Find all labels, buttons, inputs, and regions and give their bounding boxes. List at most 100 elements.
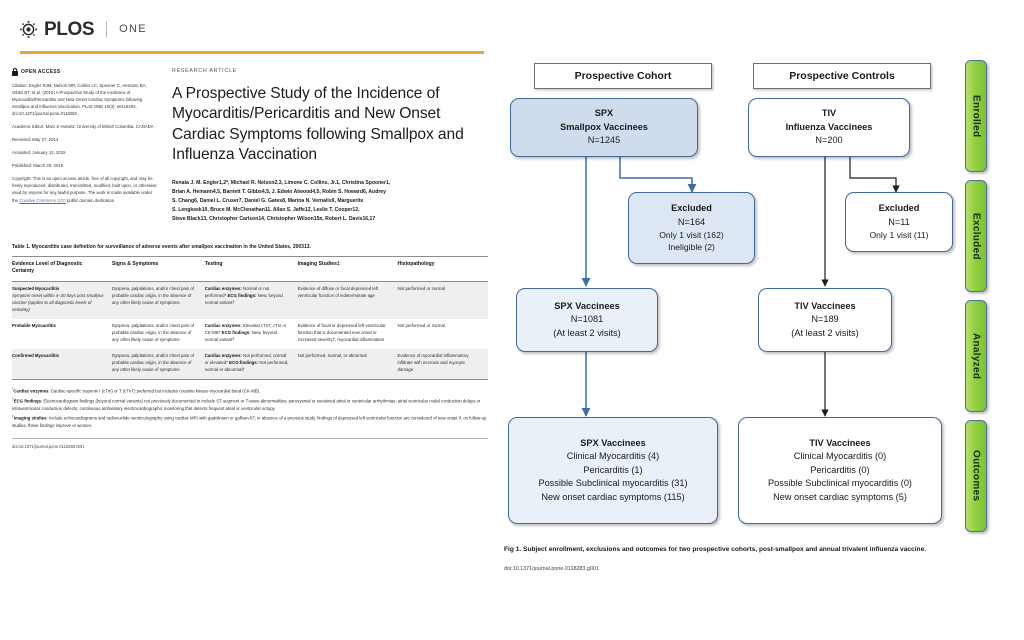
testing-ecg-label: ECG findings: [227,293,257,299]
testing-enzymes-label: Cardiac enzymes: [204,323,242,329]
stage-text: Outcomes [970,450,982,502]
plos-wordmark: PLOS [44,18,95,40]
author-line: S. Chang6, Daniel L. Cruser7, Daniel G. … [172,197,364,204]
flow-diagram: Prospective Cohort Prospective Controls … [500,0,1024,640]
node-line: N=164 [677,216,706,227]
column-header-testing: Testing [204,255,298,283]
footnote: †ECG findings: Electrocardiogram finding… [12,397,488,412]
table-row: Confirmed Myocarditis Dyspnea, palpitati… [12,348,488,380]
column-header-histopathology: Histopathology [397,255,488,283]
node-line: Clinical Myocarditis (0) [793,451,887,462]
evidence-level-name: Suspected Myocarditis [12,286,60,292]
node-line: Ineligible (2) [668,242,715,253]
table-1: Table 1. Myocarditis case definition for… [12,244,492,449]
stage-text: Analyzed [970,332,982,380]
stage-label-enrolled: Enrolled [965,60,987,172]
node-tiv-outcomes: TIV Vaccinees Clinical Myocarditis (0) P… [738,417,942,524]
footnote: *Cardiac enzymes: Cardiac-specific tropo… [12,387,488,395]
node-tiv-analyzed: TIV Vaccinees N=189 (At least 2 visits) [758,288,892,352]
node-tiv-enrolled: TIV Influenza Vaccinees N=200 [748,98,910,157]
node-line: SPX [594,108,614,119]
cell-evidence-level: Probable Myocarditis [12,319,112,349]
node-spx-enrolled: SPX Smallpox Vaccinees N=1245 [510,98,698,157]
received-date: Received: May 27, 2014 [12,137,59,143]
node-line: SPX Vaccinees [554,300,620,311]
node-line: N=189 [811,314,839,325]
copyright-block: Copyright: This is an open access articl… [12,175,158,203]
node-line: N=200 [815,135,843,146]
node-line: Excluded [878,203,920,214]
plos-edition: ONE [119,22,147,35]
footnote-marker: ‡ [12,414,14,419]
column-header-imaging-studies: Imaging Studies‡ [297,255,398,283]
author-list: Renata J. M. Engler1,2*, Michael R. Nels… [172,179,492,224]
footnote-label: Cardiac enzymes [13,388,49,394]
node-line: N=1245 [587,135,621,146]
node-line: Only 1 visit (11) [869,230,929,241]
footnote-marker: † [12,396,14,401]
node-line: Clinical Myocarditis (4) [566,451,660,462]
node-line: (At least 2 visits) [553,327,621,338]
article-column: PLOS ONE OPEN ACCESS Citation: Engler RJ… [0,0,500,640]
testing-enzymes-label: Cardiac enzymes: [204,286,242,292]
node-line: TIV Vaccinees [794,300,856,311]
academic-editor: Academic Editor: Marc S Horwitz, Univers… [12,123,154,129]
cell-testing: Cardiac enzymes: Normal or not performed… [204,281,298,320]
footnote-label: Imaging studies [13,415,47,421]
stage-label-outcomes: Outcomes [965,420,987,532]
cell-histopathology: Evidence of myocardial inflammatory infi… [397,348,488,380]
author-line: Brian A. Hemann4,5, Barnett T. Gibbs4,5,… [172,188,386,195]
article-kicker: RESEARCH ARTICLE [172,67,237,74]
node-line: (At least 2 visits) [791,327,859,338]
node-line: Possible Subclinical myocarditis (31) [538,478,688,489]
cell-testing: Cardiac enzymes: Not performed, normal o… [204,348,298,380]
evidence-level-note: Symptom onset within 4–30 days post smal… [12,293,104,313]
cell-imaging: Evidence of diffuse or focal depressed l… [297,281,398,320]
node-line: TIV Vaccinees [809,438,871,449]
article-metadata: OPEN ACCESS Citation: Engler RJM, Nelson… [12,67,158,224]
testing-ecg-label: ECG findings: [221,330,251,336]
header-controls-label: Prospective Controls [789,70,895,82]
node-line: Smallpox Vaccinees [560,121,648,132]
open-access-badge: OPEN ACCESS [12,67,158,76]
open-access-label: OPEN ACCESS [21,68,61,75]
article-head: RESEARCH ARTICLE A Prospective Study of … [172,68,492,224]
node-tiv-excluded: Excluded N=11 Only 1 visit (11) [845,192,953,252]
footnote-marker: * [12,386,14,391]
table-doi: doi:10.1371/journal.pone.0118283.t001 [12,443,85,449]
cell-evidence-level: Confirmed Myocarditis [12,348,112,380]
node-spx-excluded: Excluded N=164 Only 1 visit (162) Inelig… [628,192,755,264]
node-spx-analyzed: SPX Vaccinees N=1081 (At least 2 visits) [516,288,658,352]
plos-logo: PLOS ONE [12,14,492,44]
figure-caption: Fig 1. Subject enrollment, exclusions an… [504,546,927,553]
node-line: N=11 [888,216,910,227]
figure-column: Prospective Cohort Prospective Controls … [500,0,1024,640]
stage-text: Excluded [970,212,982,260]
cell-testing: Cardiac enzymes: Elevated cTnT, cTnI or … [205,319,298,349]
copyright-tail: public domain dedication. [66,197,116,203]
testing-enzymes-value: Elevated cTnT, cTnI or CK-MB* [204,323,287,336]
article-title: A Prospective Study of the Incidence of … [172,84,464,164]
testing-ecg-label: ECG findings: [229,359,259,365]
node-line: N=1081 [570,314,604,325]
testing-enzymes-value: Not performed, normal or elevated* [204,352,287,365]
node-line: Pericarditis (0) [810,464,870,475]
evidence-level-name: Confirmed Myocarditis [12,352,60,358]
cell-imaging: Not performed, normal, or abnormal [297,348,398,380]
figure-doi: doi:10.1371/journal.pone.0118283.g001 [504,566,599,572]
citation-block: Citation: Engler RJM, Nelson MR, Collins… [12,82,147,116]
table-caption: Table 1. Myocarditis case definition for… [12,243,311,250]
author-line: S. Lengkeek10, Bruce M. McClenathan11, A… [172,206,360,213]
node-line: New onset cardiac symptoms (5) [773,491,907,502]
column-header-evidence-level: Evidence Level of Diagnostic Certainty [12,255,112,283]
creative-commons-link[interactable]: Creative Commons CC0 [19,197,66,203]
brand-rule [20,51,484,54]
author-line: Steve Black13, Christopher Carlson14, Ch… [172,215,376,222]
node-line: New onset cardiac symptoms (115) [541,491,685,502]
table-header-row: Evidence Level of Diagnostic Certainty S… [12,255,488,283]
cell-signs: Dyspnea, palpitations, and/or chest pain… [111,323,195,342]
node-spx-outcomes: SPX Vaccinees Clinical Myocarditis (4) P… [508,417,718,524]
testing-ecg-value: Not performed, normal or abnormal† [204,359,289,372]
